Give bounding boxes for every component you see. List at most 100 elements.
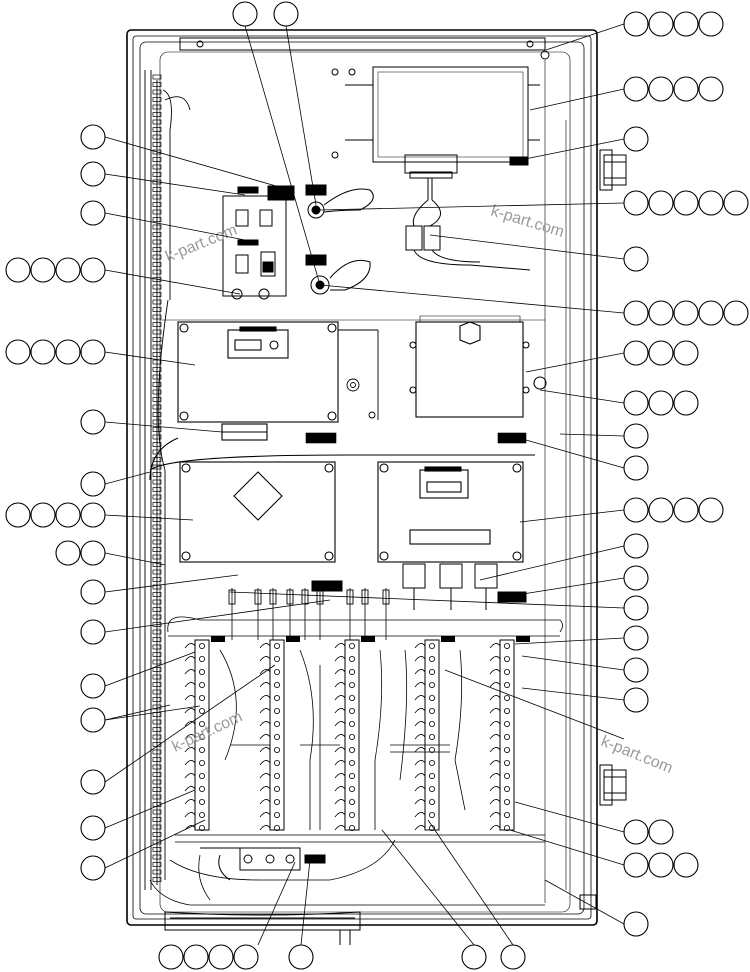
terminal-screw <box>198 734 205 741</box>
terminal-screw <box>503 734 510 741</box>
callout-bubble <box>80 409 106 435</box>
callout-bubble <box>698 497 724 523</box>
terminal-screw <box>503 695 510 702</box>
terminal-wire <box>334 747 346 753</box>
terminal-screw <box>428 799 435 806</box>
switch-panel <box>222 185 295 300</box>
terminal-tick <box>152 502 162 507</box>
strip-label <box>361 636 375 642</box>
terminal-screw <box>273 656 280 663</box>
terminal-tick <box>152 614 162 620</box>
terminal-wire <box>489 708 501 714</box>
strip-label <box>441 636 455 642</box>
terminal-tick <box>152 142 162 147</box>
terminal-tick <box>152 637 162 642</box>
terminal-tick <box>152 284 162 290</box>
cabinet-base <box>164 894 597 945</box>
terminal-screw <box>273 708 280 715</box>
callout-bubble <box>80 579 106 605</box>
terminal-screw <box>348 695 355 702</box>
terminal-wire <box>334 773 346 779</box>
callout-bubble <box>648 497 674 523</box>
terminal-wire <box>414 760 426 766</box>
terminal-wire <box>184 812 196 818</box>
leader-line <box>529 88 625 111</box>
callout-bubble <box>55 257 81 283</box>
fuse <box>286 589 294 605</box>
terminal-screw <box>348 682 355 689</box>
terminal-wire <box>184 708 196 714</box>
callout-bubble <box>5 257 31 283</box>
terminal-tick <box>152 877 162 882</box>
cabinet-frame <box>126 29 598 926</box>
terminal-screw <box>348 734 355 741</box>
terminal-wire <box>414 682 426 688</box>
terminal-tick <box>152 839 162 845</box>
terminal-wire <box>259 708 271 714</box>
terminal-tick <box>152 652 162 657</box>
callout-bubble <box>673 11 699 37</box>
leader-line <box>479 545 625 581</box>
callout-bubble <box>208 944 234 970</box>
terminal-wire <box>184 695 196 701</box>
terminal-tick <box>152 644 162 650</box>
callout-bubble <box>233 944 259 970</box>
terminal-screw <box>273 682 280 689</box>
terminal-tick <box>152 262 162 267</box>
terminal-screw <box>428 695 435 702</box>
terminal-screw <box>503 773 510 780</box>
leader-line <box>514 637 625 645</box>
callout-bubble <box>80 471 106 497</box>
terminal-wire <box>489 760 501 766</box>
terminal-tick <box>152 359 162 365</box>
terminal-tick <box>152 607 162 612</box>
callout-bubble <box>80 161 106 187</box>
terminal-wire <box>334 695 346 701</box>
terminal-wire <box>259 825 271 831</box>
terminal-screw <box>428 682 435 689</box>
callout-bubble <box>80 673 106 699</box>
strip-wiring <box>149 616 563 906</box>
terminal-screw <box>198 799 205 806</box>
callout-bubble <box>623 190 649 216</box>
terminal-tick <box>152 104 162 110</box>
callout-bubble <box>5 339 31 365</box>
callout-bubble <box>623 852 649 878</box>
callout-bubble <box>623 497 649 523</box>
terminal-tick <box>152 209 162 215</box>
callout-bubble <box>80 200 106 226</box>
callout-bubble <box>648 11 674 37</box>
terminal-wire <box>184 799 196 805</box>
terminal-wire <box>334 825 346 831</box>
leader-line <box>104 574 239 593</box>
callout-bubble <box>673 190 699 216</box>
terminal-strip <box>194 639 210 831</box>
leader-line <box>509 577 625 597</box>
terminal-screw <box>198 669 205 676</box>
callout-bubble <box>673 300 699 326</box>
leader-line <box>104 819 206 869</box>
terminal-screw <box>273 760 280 767</box>
terminal-screw <box>198 643 205 650</box>
leader-line <box>519 509 625 523</box>
terminal-screw <box>503 669 510 676</box>
terminal-screw <box>348 786 355 793</box>
terminal-tick <box>152 772 162 777</box>
callout-bubble <box>55 339 81 365</box>
callout-bubble <box>623 423 649 449</box>
terminal-screw <box>273 825 280 832</box>
terminal-wire <box>334 786 346 792</box>
terminal-screw <box>198 682 205 689</box>
callout-bubble <box>623 340 649 366</box>
terminal-tick <box>152 779 162 785</box>
fuse <box>382 589 390 605</box>
terminal-wire <box>334 656 346 662</box>
terminal-tick <box>152 472 162 477</box>
terminal-screw <box>503 708 510 715</box>
terminal-wire <box>414 825 426 831</box>
terminal-tick <box>152 269 162 275</box>
terminal-wire <box>489 643 501 649</box>
terminal-tick <box>152 734 162 740</box>
terminal-tick <box>152 254 162 260</box>
callout-bubble <box>623 911 649 937</box>
